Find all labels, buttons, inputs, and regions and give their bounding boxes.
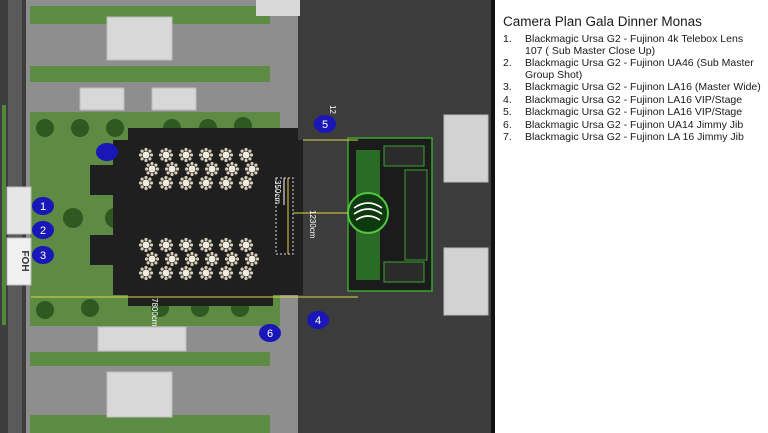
dinner-table	[184, 251, 200, 267]
dinner-table	[204, 251, 220, 267]
dinner-table	[144, 161, 160, 177]
legend-item: 2. Blackmagic Ursa G2 - Fujinon UA46 (Sub…	[503, 57, 761, 81]
camera-marker-2: 2	[32, 221, 54, 239]
dinner-table	[218, 265, 234, 281]
dinner-table	[218, 175, 234, 191]
tent-right-bottom	[443, 247, 489, 316]
dinner-table	[198, 147, 214, 163]
top-lawn-strip	[30, 6, 270, 24]
camera-marker-3: 3	[32, 246, 54, 264]
svg-text:1: 1	[40, 201, 46, 213]
legend-item-text: Blackmagic Ursa G2 - Fujinon LA16 VIP/St…	[525, 106, 743, 118]
dinner-table	[158, 237, 174, 253]
dinner-table	[138, 265, 154, 281]
legend-item: 5. Blackmagic Ursa G2 - Fujinon LA16 VIP/…	[503, 106, 761, 119]
legend-item-text: Blackmagic Ursa G2 - Fujinon LA16 VIP/St…	[525, 93, 743, 106]
dinner-table	[198, 175, 214, 191]
svg-text:2: 2	[40, 225, 46, 237]
dinner-table	[178, 265, 194, 281]
dinner-table	[158, 175, 174, 191]
legend-list: 1. Blackmagic Ursa G2 - Fujinon 4k Telebo…	[503, 33, 761, 144]
dimension-350: 350cm	[273, 180, 282, 204]
legend-item-text: Blackmagic Ursa G2 - Fujinon UA14 Jimmy …	[525, 118, 744, 131]
dinner-table	[158, 147, 174, 163]
dinner-table	[144, 251, 160, 267]
dinner-table	[198, 265, 214, 281]
camera-marker-1: 1	[32, 197, 54, 215]
svg-text:6: 6	[267, 328, 273, 340]
dinner-table	[138, 175, 154, 191]
dinner-table	[224, 251, 240, 267]
legend-item: 3. Blackmagic Ursa G2 - Fujinon LA16 (Mas…	[503, 81, 761, 94]
tent-bottom	[106, 371, 173, 418]
camera-plan-diagram: FOH 350cm 1230cm 7800cm 12 1 2 3 4 5 6	[0, 0, 495, 433]
tent-bottom-small	[97, 326, 187, 352]
dinner-table	[158, 265, 174, 281]
camera-marker-5: 5	[314, 115, 336, 133]
svg-text:3: 3	[40, 250, 46, 262]
legend-item: 7. Blackmagic Ursa G2 - Fujinon LA 16 Jim…	[503, 131, 761, 144]
legend-item-number: 6.	[503, 118, 512, 131]
dinner-table	[164, 161, 180, 177]
dinner-table	[138, 147, 154, 163]
dinner-table	[164, 251, 180, 267]
legend-item-number: 2.	[503, 57, 512, 69]
foh-label: FOH	[19, 250, 30, 271]
legend-item-text: Blackmagic Ursa G2 - Fujinon UA46 (Sub M…	[525, 57, 754, 81]
legend-item-text: Blackmagic Ursa G2 - Fujinon LA 16 Jimmy…	[525, 131, 744, 143]
dinner-table	[178, 237, 194, 253]
legend-item-number: 7.	[503, 131, 512, 143]
dimension-7800: 7800cm	[150, 298, 159, 327]
legend-item-number: 4.	[503, 93, 512, 106]
svg-text:4: 4	[315, 315, 321, 327]
dinner-table	[238, 175, 254, 191]
dinner-table	[204, 161, 220, 177]
legend-item: 4. Blackmagic Ursa G2 - Fujinon LA16 VIP/…	[503, 93, 761, 107]
camera-marker-4: 4	[307, 311, 329, 329]
dinner-table	[238, 237, 254, 253]
legend-item-number: 3.	[503, 81, 512, 93]
camera-marker-7	[96, 143, 118, 161]
dinner-table	[184, 161, 200, 177]
dinner-table	[218, 147, 234, 163]
camera-marker-6: 6	[259, 324, 281, 342]
dinner-table	[178, 175, 194, 191]
tent-small-right	[151, 87, 197, 111]
dinner-table	[244, 251, 260, 267]
dimension-lines	[31, 139, 358, 298]
stage-logo-icon	[347, 192, 389, 234]
camera-legend: Camera Plan Gala Dinner Monas 1. Blackmag…	[503, 14, 761, 145]
tent-small-left	[79, 87, 125, 111]
dinner-table	[224, 161, 240, 177]
legend-item-number: 5.	[503, 106, 512, 118]
dinner-table	[238, 147, 254, 163]
dinner-table	[244, 161, 260, 177]
legend-item-text: Blackmagic Ursa G2 - Fujinon 4k Telebox …	[525, 33, 744, 57]
stage	[347, 137, 433, 292]
legend-item: 1. Blackmagic Ursa G2 - Fujinon 4k Telebo…	[503, 33, 761, 57]
legend-item-number: 1.	[503, 33, 512, 45]
legend-item-text: Blackmagic Ursa G2 - Fujinon LA16 (Maste…	[525, 81, 761, 93]
dinner-table	[178, 147, 194, 163]
svg-text:5: 5	[322, 119, 328, 131]
legend-item: 6. Blackmagic Ursa G2 - Fujinon UA14 Jimm…	[503, 118, 761, 132]
dinner-table	[218, 237, 234, 253]
dinner-table	[138, 237, 154, 253]
dinner-table	[238, 265, 254, 281]
dimension-1230: 1230cm	[308, 210, 317, 239]
dinner-tables	[138, 147, 260, 281]
dimension-top-partial: 12	[328, 105, 337, 114]
legend-title: Camera Plan Gala Dinner Monas	[503, 14, 702, 29]
tent-right-top	[443, 114, 489, 183]
divider-line	[491, 0, 495, 433]
tent-top	[106, 16, 173, 61]
dinner-table	[198, 237, 214, 253]
foh-desk	[6, 186, 32, 235]
